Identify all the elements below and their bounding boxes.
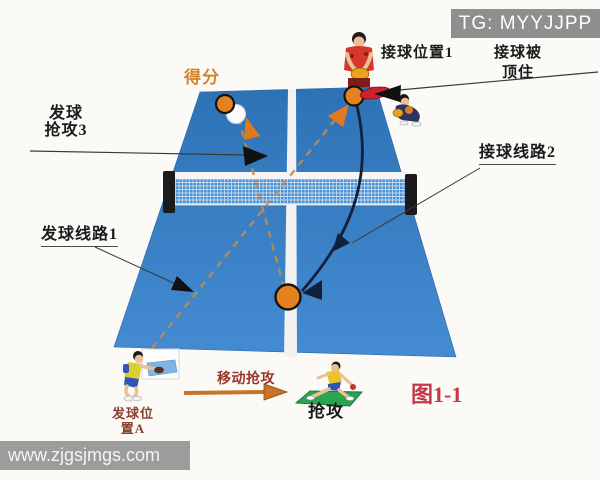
label-attack: 抢攻 [308, 402, 344, 421]
score-ball-orange [214, 93, 236, 115]
receiver-player-figure [344, 32, 374, 90]
label-move-attack: 移动抢攻 [217, 372, 275, 387]
receive-blocked-arrowhead [374, 85, 401, 102]
receive-route-2-end-arrowhead [302, 280, 322, 300]
label-receive-blocked-line2: 顶住 [501, 65, 534, 81]
attack-route-3-arrowhead [244, 117, 260, 140]
mid-table-ball [274, 283, 302, 311]
label-receive-blocked: 接球被 顶住 [487, 43, 549, 83]
label-serve-position-a-line2: 置A [120, 421, 146, 436]
tg-watermark-badge: TG: MYYJJPP [451, 9, 600, 38]
attack-route-3-line [236, 115, 286, 289]
move-attack-arrowhead [263, 383, 289, 401]
move-attack-arrow-shaft [183, 390, 269, 395]
label-score: 得分 [184, 68, 220, 87]
label-receive-route-2: 接球线路2 [479, 144, 557, 165]
label-serve-attack-3-line2: 抢攻3 [44, 122, 88, 139]
net-post-right [405, 174, 417, 215]
table [113, 86, 457, 358]
serve-route-1-callout-arrowhead [171, 276, 194, 292]
server-player-figure [123, 351, 164, 402]
blocking-player-figure [392, 94, 422, 127]
label-receive-position-1: 接球位置1 [381, 45, 454, 61]
label-serve-route-1: 发球线路1 [41, 226, 119, 247]
net-post-left [163, 171, 175, 213]
receive-route-2-curve [300, 101, 364, 292]
callout-leaders [29, 71, 599, 287]
serve-route-1-arrowhead [328, 104, 349, 127]
serve-attack-3-arrowhead [243, 146, 268, 166]
label-serve-position-a-line1: 发球位 [111, 406, 154, 421]
figure-caption: 图1-1 [411, 382, 463, 407]
mini-table-card [141, 348, 180, 380]
receive-route-2-mid-arrowhead [332, 233, 350, 252]
label-receive-blocked-line1: 接球被 [493, 45, 542, 61]
label-serve-position-a: 发球位 置A [104, 406, 162, 436]
label-serve-attack-3: 发球 抢攻3 [42, 105, 90, 139]
label-serve-attack-3-line1: 发球 [48, 105, 83, 122]
site-watermark: www.zjgsjmgs.com [0, 441, 190, 470]
attacking-player-figure [306, 361, 356, 401]
